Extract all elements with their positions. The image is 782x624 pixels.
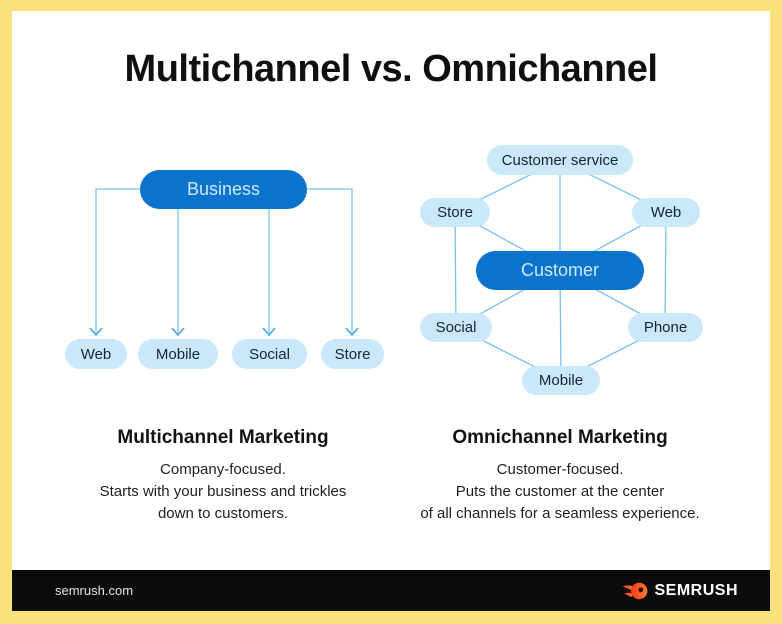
- channel-web-label: Web: [80, 345, 112, 363]
- omni-customer-service-label: Customer service: [501, 151, 619, 169]
- channel-pill-store: Store: [321, 339, 384, 369]
- omni-store-label: Store: [437, 204, 473, 221]
- footer-bar: semrush.com SEMRUSH: [12, 570, 770, 611]
- channel-store-label: Store: [334, 345, 371, 363]
- omni-phone-label: Phone: [643, 319, 688, 336]
- omni-social-label: Social: [435, 319, 477, 336]
- content-card: [12, 11, 770, 611]
- node-business-label: Business: [186, 179, 261, 199]
- multichannel-heading: Multichannel Marketing: [117, 427, 329, 448]
- omni-pill-web: Web: [632, 198, 700, 227]
- omni-web-label: Web: [650, 204, 682, 221]
- node-customer: Customer: [476, 251, 644, 290]
- omni-pill-social: Social: [420, 313, 492, 342]
- channel-social-label: Social: [249, 345, 290, 363]
- omni-pill-mobile: Mobile: [522, 366, 600, 395]
- channel-mobile-label: Mobile: [155, 345, 201, 363]
- channel-pill-social: Social: [232, 339, 307, 369]
- omnichannel-description: Customer-focused. Puts the customer at t…: [370, 459, 750, 525]
- omni-pill-customer-service: Customer service: [487, 145, 633, 175]
- page-title: Multichannel vs. Omnichannel: [124, 48, 658, 90]
- node-customer-label: Customer: [520, 260, 600, 280]
- multichannel-line-1: Company-focused.: [160, 461, 286, 478]
- brand-logo: SEMRUSH: [622, 580, 738, 602]
- omni-pill-store: Store: [420, 198, 490, 227]
- channel-pill-mobile: Mobile: [138, 339, 218, 369]
- channel-pill-web: Web: [65, 339, 127, 369]
- multichannel-description: Company-focused. Starts with your busine…: [33, 459, 413, 525]
- omnichannel-line-3: of all channels for a seamless experienc…: [420, 505, 700, 522]
- brand-name: SEMRUSH: [654, 581, 738, 599]
- omnichannel-heading: Omnichannel Marketing: [452, 427, 668, 448]
- omni-mobile-label: Mobile: [538, 372, 584, 389]
- multichannel-line-3: down to customers.: [157, 505, 289, 522]
- omnichannel-line-1: Customer-focused.: [496, 461, 624, 478]
- multichannel-line-2: Starts with your business and trickles: [99, 483, 347, 500]
- multichannel-connectors: [95, 188, 353, 333]
- footer-site-url: semrush.com: [55, 583, 134, 598]
- semrush-flame-icon: [622, 582, 648, 599]
- node-business: Business: [140, 170, 307, 209]
- omnichannel-line-2: Puts the customer at the center: [455, 483, 665, 500]
- arrowheads: [89, 327, 359, 337]
- omni-pill-phone: Phone: [628, 313, 703, 342]
